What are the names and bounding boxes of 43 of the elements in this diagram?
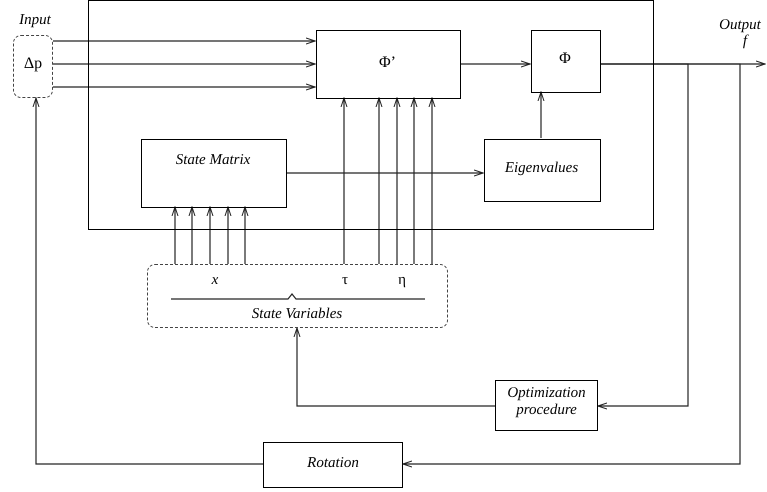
- arrow: [53, 38, 316, 44]
- state-variables-box: [147, 264, 448, 328]
- arrow: [172, 206, 178, 264]
- arrow: [402, 63, 741, 468]
- input-label: Input: [18, 12, 52, 30]
- arrow: [188, 206, 196, 264]
- variable-symbol: η: [397, 272, 407, 290]
- input-box: [13, 35, 53, 98]
- arrow: [376, 98, 382, 264]
- arrow: [242, 206, 248, 264]
- arrow: [224, 206, 232, 264]
- group-label: State Variables: [250, 306, 344, 324]
- arrow: [538, 92, 544, 138]
- arrow: [598, 63, 689, 410]
- process-box: [316, 30, 461, 99]
- arrow: [428, 98, 436, 264]
- process-box: [141, 139, 287, 208]
- variable-symbol: f: [742, 33, 750, 50]
- output-label: Output: [718, 17, 762, 34]
- process-box: [263, 442, 403, 488]
- block-label: Rotation: [306, 455, 360, 472]
- variable-symbol: Δp: [22, 55, 44, 74]
- arrow: [340, 98, 348, 264]
- arrow: [53, 60, 316, 68]
- block-label: Optimization procedure: [506, 385, 587, 420]
- system-box: [88, 0, 654, 230]
- arrow: [410, 98, 418, 264]
- arrow: [206, 206, 214, 264]
- variable-symbol: τ: [340, 272, 350, 290]
- variable-symbol: x: [210, 272, 220, 290]
- arrow: [460, 60, 530, 68]
- arrow: [32, 98, 263, 465]
- arrow: [294, 328, 495, 407]
- process-box: [531, 30, 601, 93]
- block-label: State Matrix: [174, 152, 252, 170]
- process-box: [484, 139, 601, 202]
- arrow: [394, 98, 400, 264]
- block-label: Φ: [558, 50, 572, 68]
- process-box: [495, 380, 598, 431]
- block-label: Φ’: [378, 54, 398, 72]
- arrow: [53, 84, 316, 90]
- arrow: [286, 170, 484, 176]
- block-label: Eigenvalues: [504, 160, 580, 178]
